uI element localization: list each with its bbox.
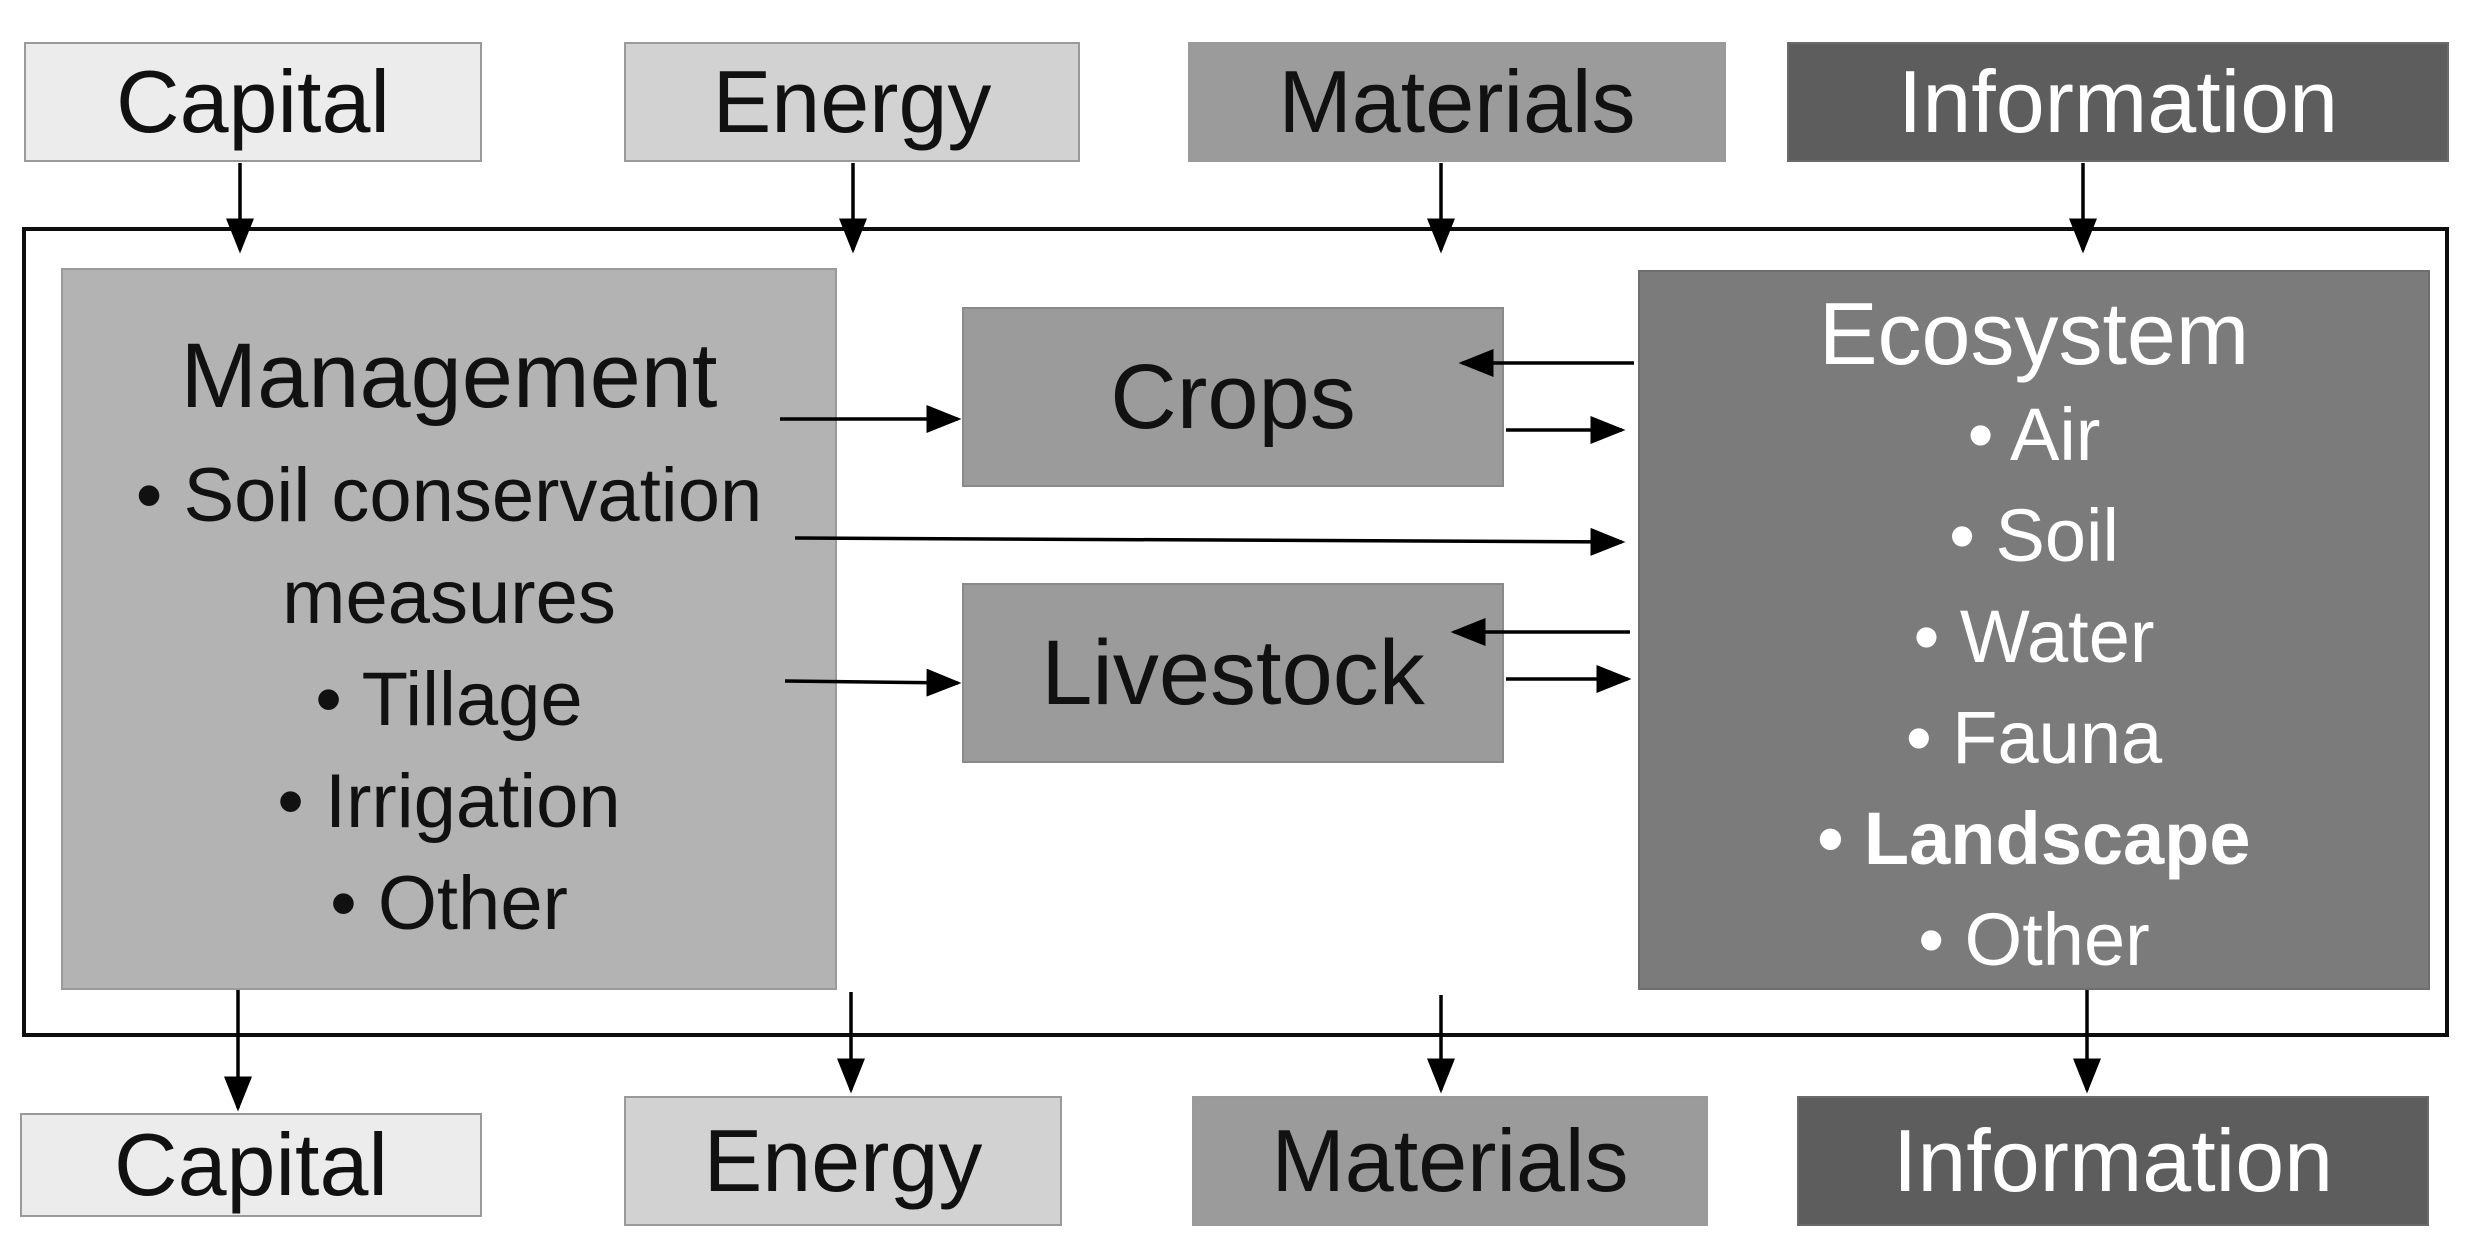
livestock-box: Livestock xyxy=(962,583,1504,763)
input-capital-label: Capital xyxy=(116,52,390,151)
crops-label: Crops xyxy=(1110,345,1356,448)
crops-box: Crops xyxy=(962,307,1504,487)
input-materials-label: Materials xyxy=(1278,52,1636,151)
input-capital-box: Capital xyxy=(24,42,482,162)
input-information-label: Information xyxy=(1897,52,2339,151)
management-list: • Soil conservation measures • Tillage •… xyxy=(63,445,835,955)
arrow-management-to-livestock xyxy=(784,668,962,697)
input-energy-label: Energy xyxy=(712,52,992,151)
output-capital-label: Capital xyxy=(114,1115,388,1214)
ecosystem-item: • Air xyxy=(1967,393,2101,476)
management-item: measures xyxy=(282,555,616,640)
input-materials-box: Materials xyxy=(1188,42,1726,162)
ecosystem-list: • Air • Soil • Water • Fauna • Landscape… xyxy=(1640,384,2428,990)
management-title: Management xyxy=(180,325,718,427)
output-energy-box: Energy xyxy=(624,1096,1062,1226)
output-energy-label: Energy xyxy=(703,1111,983,1210)
ecosystem-item: • Other xyxy=(1918,898,2150,981)
output-information-box: Information xyxy=(1797,1096,2429,1226)
livestock-label: Livestock xyxy=(1041,621,1425,724)
output-materials-label: Materials xyxy=(1271,1111,1629,1210)
input-information-box: Information xyxy=(1787,42,2449,162)
output-capital-box: Capital xyxy=(20,1113,482,1217)
ecosystem-item: • Fauna xyxy=(1905,696,2163,779)
management-item: • Other xyxy=(330,861,568,946)
output-information-label: Information xyxy=(1892,1111,2334,1210)
arrow-management-to-ecosystem xyxy=(794,527,1626,556)
management-item: • Irrigation xyxy=(277,759,621,844)
management-item: • Tillage xyxy=(315,657,583,742)
management-item: • Soil conservation xyxy=(135,453,763,538)
ecosystem-title: Ecosystem xyxy=(1818,284,2250,383)
output-materials-box: Materials xyxy=(1192,1096,1708,1226)
input-energy-box: Energy xyxy=(624,42,1080,162)
ecosystem-item: • Water xyxy=(1913,595,2155,678)
ecosystem-item: • Soil xyxy=(1949,494,2119,577)
system-boundary-frame xyxy=(22,227,2449,1037)
ecosystem-box: Ecosystem • Air • Soil • Water • Fauna •… xyxy=(1638,270,2430,990)
management-box: Management • Soil conservation measures … xyxy=(61,268,837,990)
ecosystem-item-bold: • Landscape xyxy=(1817,797,2251,880)
